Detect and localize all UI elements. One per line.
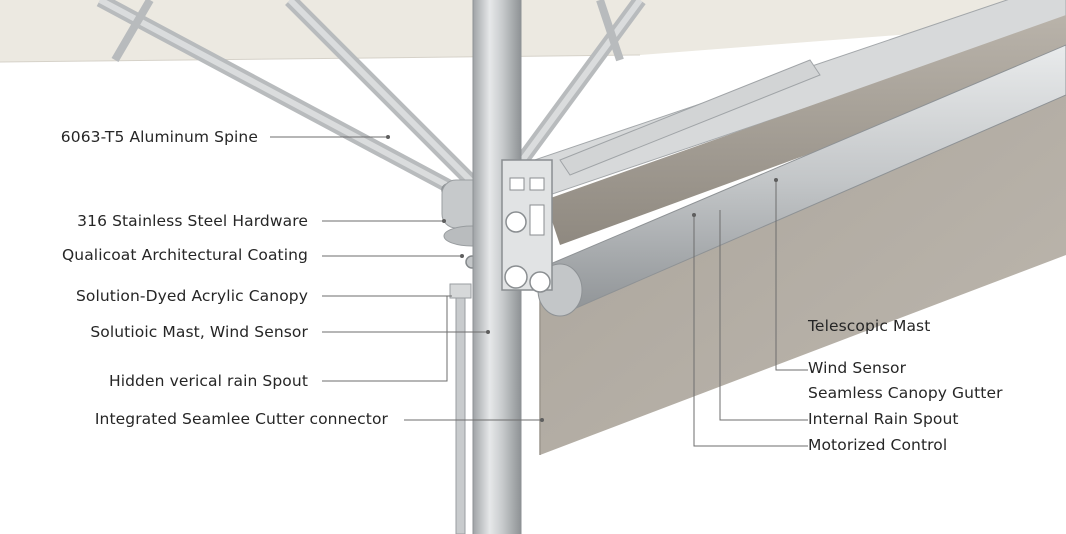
label-wind-sensor: Wind Sensor	[808, 359, 907, 377]
canopy-underside	[0, 0, 1066, 62]
label-internal-rain-spout: Internal Rain Spout	[808, 410, 959, 428]
extrusion-profile	[501, 159, 553, 293]
label-mast-wind-sensor: Solutioic Mast, Wind Sensor	[90, 323, 308, 341]
label-telescopic-mast: Telescopic Mast	[808, 317, 931, 335]
leader-dots	[386, 135, 778, 422]
label-seamless-cutter-connector: Integrated Seamlee Cutter connector	[94, 410, 388, 428]
rain-spout	[455, 289, 466, 534]
canopy-ribs	[96, 0, 646, 202]
label-aluminum-spine: 6063-T5 Aluminum Spine	[60, 128, 258, 146]
label-qualicoat-coating: Qualicoat Architectural Coating	[61, 246, 308, 264]
label-canopy-gutter: Seamless Canopy Gutter	[808, 384, 1003, 402]
leader-lines	[270, 136, 808, 447]
label-hidden-rain-spout: Hidden verical rain Spout	[108, 372, 308, 390]
label-stainless-hardware: 316 Stainless Steel Hardware	[77, 212, 308, 230]
label-motorized-control: Motorized Control	[808, 436, 948, 454]
label-acrylic-canopy: Solution-Dyed Acrylic Canopy	[75, 287, 308, 305]
